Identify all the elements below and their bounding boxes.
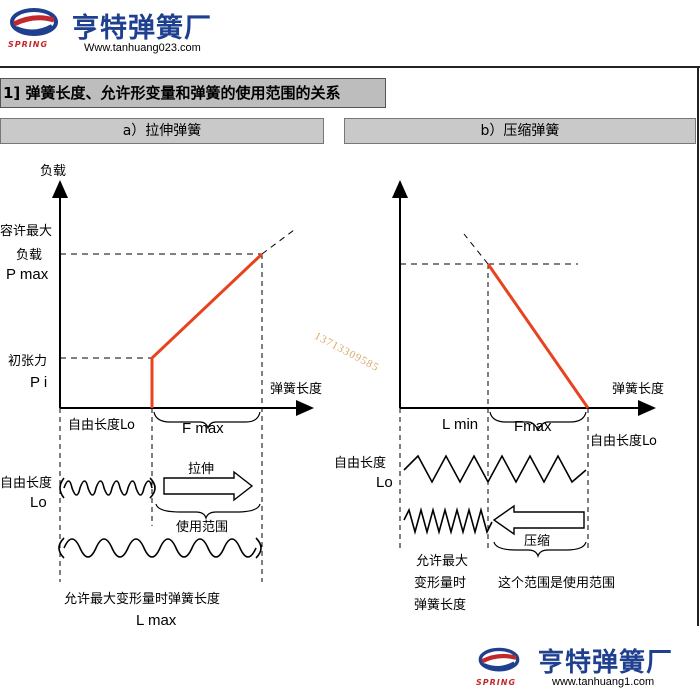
lmin-note-2: 变形量时 bbox=[414, 576, 467, 591]
panel-a-spring-label-2: Lo bbox=[30, 494, 47, 511]
compress-arrow-icon bbox=[492, 504, 585, 536]
range-label-b: 这个范围是使用范围 bbox=[498, 576, 616, 591]
pmax-label-1: 容许最大 bbox=[0, 224, 53, 239]
panel-a-y-label: 负载 bbox=[40, 164, 67, 179]
footer-spring-logo-icon bbox=[478, 647, 520, 672]
logo-word: SPRING bbox=[8, 40, 49, 49]
extension-guide-b bbox=[463, 233, 489, 265]
lmax-label: L max bbox=[136, 612, 177, 629]
footer-url[interactable]: www.tanhuang1.com bbox=[552, 676, 655, 688]
stretch-label: 拉伸 bbox=[188, 462, 215, 477]
stretch-arrow-icon bbox=[163, 470, 254, 502]
brand-url[interactable]: Www.tanhuang023.com bbox=[84, 42, 201, 54]
frame-right-border bbox=[697, 66, 699, 626]
footer-brand-name: 亨特弹簧厂 bbox=[538, 648, 674, 678]
pmax-label-3: P max bbox=[6, 266, 49, 283]
lmax-caption: 允许最大变形量时弹簧长度 bbox=[64, 592, 221, 607]
panel-a-x-label: 弹簧长度 bbox=[270, 382, 323, 397]
range-brace-b bbox=[493, 541, 587, 558]
fmax-brace-a bbox=[153, 411, 261, 430]
pmax-label-2: 负载 bbox=[16, 248, 43, 263]
panel-b-free-length: 自由长度Lo bbox=[590, 434, 657, 449]
figure-title: 1] 弹簧长度、允许形变量和弹簧的使用范围的关系 bbox=[0, 78, 386, 108]
panel-b-heading: b）压缩弹簧 bbox=[344, 118, 696, 144]
pi-label-2: P i bbox=[30, 374, 48, 391]
panel-b-x-label: 弹簧长度 bbox=[612, 382, 665, 397]
lmin-note-1: 允许最大 bbox=[416, 554, 469, 569]
lmin-note-3: 弹簧长度 bbox=[414, 598, 467, 613]
brand-name: 亨特弹簧厂 bbox=[72, 13, 212, 44]
tension-load-line bbox=[150, 252, 264, 408]
tension-spring-free bbox=[63, 480, 153, 496]
extension-guide bbox=[261, 229, 295, 255]
panel-b-spring-label-2: Lo bbox=[376, 474, 393, 491]
panel-b-fmax: Fmax bbox=[514, 418, 552, 435]
panel-a-heading: a）拉伸弹簧 bbox=[0, 118, 324, 144]
header-divider bbox=[0, 66, 700, 68]
panel-a-spring-label-1: 自由长度 bbox=[0, 476, 53, 491]
pi-label-1: 初张力 bbox=[8, 354, 48, 369]
tension-spring-stretched bbox=[63, 538, 257, 558]
panel-a-fmax: F max bbox=[182, 420, 224, 437]
footer-logo-word: SPRING bbox=[476, 678, 517, 687]
compression-load-line bbox=[486, 263, 590, 409]
range-brace-a bbox=[155, 503, 261, 520]
compression-spring-compressed bbox=[403, 506, 493, 536]
lmin-label: L min bbox=[442, 416, 479, 433]
fmax-brace-b bbox=[489, 411, 587, 432]
spring-logo-icon bbox=[10, 8, 58, 36]
compression-spring-free bbox=[403, 454, 587, 484]
panel-b-spring-label-1: 自由长度 bbox=[334, 456, 387, 471]
panel-a-free-length: 自由长度Lo bbox=[68, 418, 135, 433]
compress-label: 压缩 bbox=[524, 534, 551, 549]
range-label-a: 使用范围 bbox=[176, 520, 229, 535]
